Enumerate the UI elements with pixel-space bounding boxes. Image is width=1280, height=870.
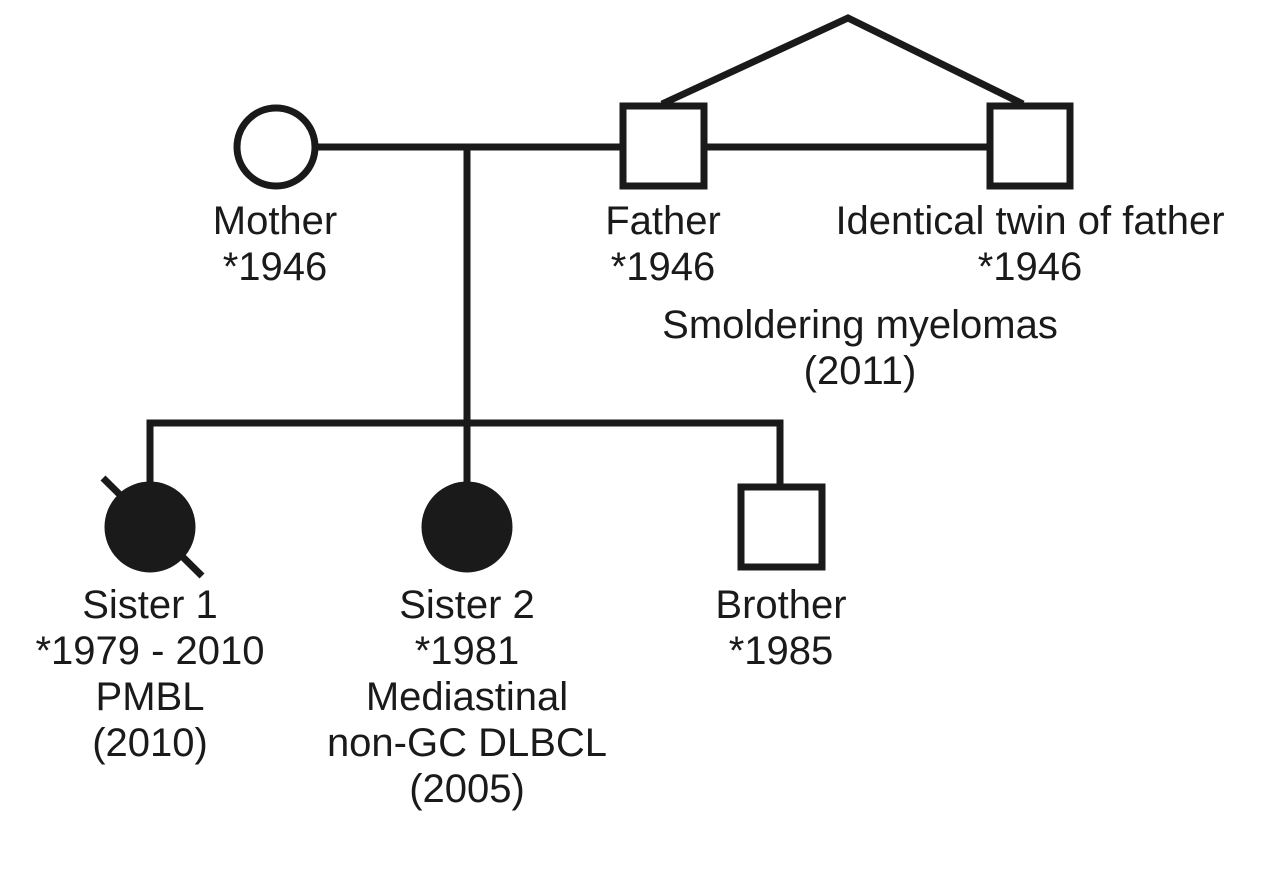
sister2-birth: *1981 [414,629,520,673]
sister2-diagnosis-year: (2005) [409,767,525,811]
twin-birth: *1946 [977,245,1083,289]
father-birth: *1946 [610,245,716,289]
sister2-name: Sister 2 [399,583,535,627]
brother-birth: *1985 [728,629,834,673]
sister1-dates: *1979 - 2010 [35,629,265,673]
sister2-label: Sister 2 *1981 Mediastinal non-GC DLBCL … [327,582,607,812]
father-name: Father [605,199,721,243]
shared-note: Smoldering myelomas (2011) [662,302,1058,394]
brother-name: Brother [715,583,847,627]
father-label: Father *1946 [605,198,721,290]
twin-connector [660,14,1025,108]
sister1-name: Sister 1 [82,583,218,627]
twin-label: Identical twin of father *1946 [835,198,1224,290]
note-line1: Smoldering myelomas [662,303,1058,347]
sister1-label: Sister 1 *1979 - 2010 PMBL (2010) [35,582,264,766]
father-symbol [619,102,708,190]
sibship-line [146,419,784,486]
sister1-diagnosis: PMBL [95,675,205,719]
mother-birth: *1946 [222,245,328,289]
sister2-diagnosis-2: non-GC DLBCL [326,721,608,765]
sister2-symbol [421,481,513,573]
brother-label: Brother *1985 [715,582,846,674]
mother-name: Mother [212,199,338,243]
sister1-diagnosis-year: (2010) [92,721,208,765]
deceased-slash [100,475,205,579]
note-line2: (2011) [803,349,917,393]
twin-name: Identical twin of father [835,199,1225,243]
mother-symbol [233,104,319,190]
twin-symbol [986,102,1074,190]
mother-label: Mother *1946 [213,198,338,290]
brother-symbol [737,483,826,571]
sister2-diagnosis-1: Mediastinal [365,675,569,719]
